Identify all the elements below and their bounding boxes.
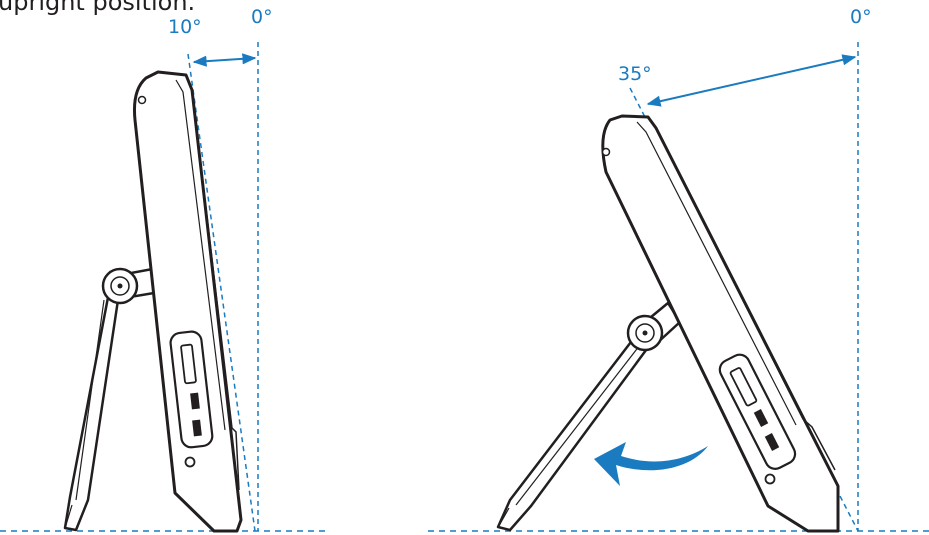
left-angle-arrow (192, 53, 257, 67)
left-power-button-icon (137, 95, 147, 105)
left-usb-port-icon (192, 419, 202, 437)
right-stand-leg (496, 336, 654, 532)
right-usb-port-icon (764, 433, 780, 451)
left-port-panel (169, 330, 214, 449)
left-audio-jack-icon (184, 456, 196, 468)
right-usb-port-icon (753, 409, 769, 427)
right-tilt-angle-label: 35° (618, 63, 652, 85)
left-monitor-body (133, 70, 243, 533)
right-power-button-icon (601, 147, 611, 157)
left-monitor-view: 10° 0° (63, 6, 273, 533)
right-audio-jack-icon (764, 473, 776, 485)
right-vertical-angle-label: 0° (850, 6, 872, 28)
curved-arrow-left-icon (594, 442, 708, 486)
left-tilt-angle-label: 10° (168, 16, 202, 38)
left-stand-leg (63, 290, 120, 532)
left-vertical-angle-label: 0° (251, 6, 273, 28)
right-monitor-view: 35° 0° (496, 6, 872, 533)
right-angle-arrow (646, 54, 857, 107)
left-usb-port-icon (190, 392, 200, 410)
caption-text: upright position. (0, 0, 196, 16)
